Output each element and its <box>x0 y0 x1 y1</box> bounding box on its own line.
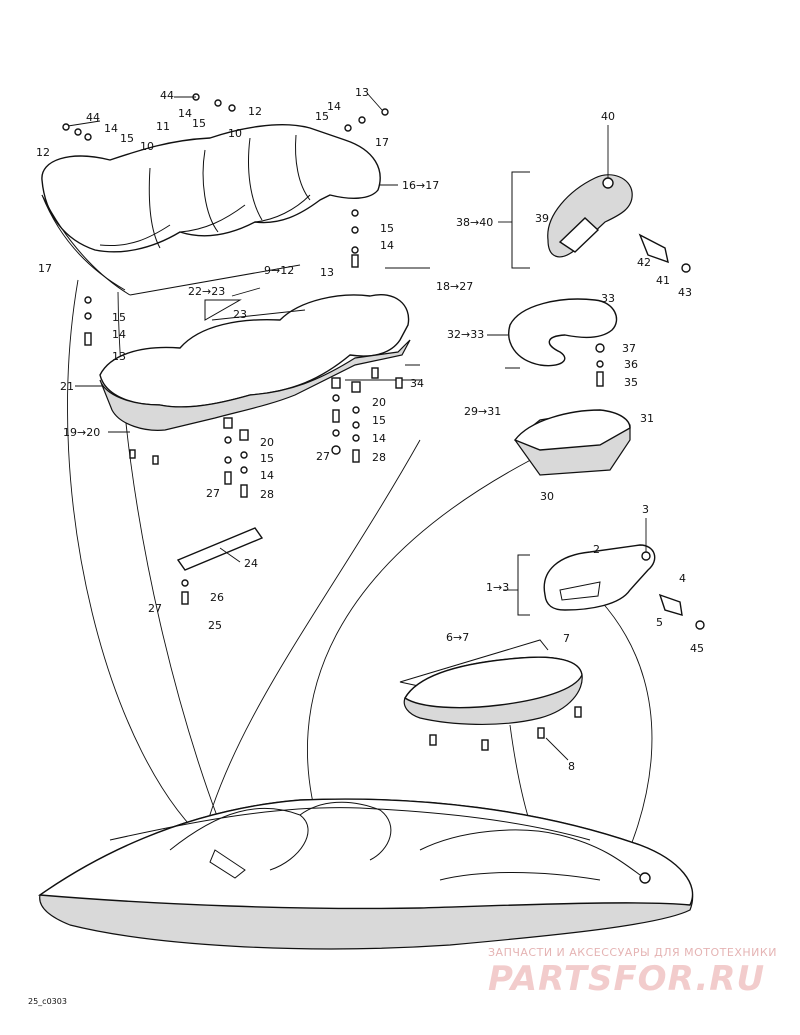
callout-12c: 12 <box>248 105 262 118</box>
callout-10a: 10 <box>140 140 154 153</box>
callout-28b: 28 <box>260 488 274 501</box>
callout-45: 45 <box>690 642 704 655</box>
callout-15a: 15 <box>120 132 134 145</box>
callout-30: 30 <box>540 490 554 503</box>
callout-14d: 14 <box>380 239 394 252</box>
callout-15g: 15 <box>260 452 274 465</box>
callout-27c: 27 <box>148 602 162 615</box>
storage-tray-assembly <box>513 409 631 476</box>
watermark: ЗАПЧАСТИ И АКСЕССУАРЫ ДЛЯ МОТОТЕХНИКИ PA… <box>488 946 777 999</box>
callout-5: 5 <box>656 616 663 629</box>
step-plate-assembly <box>399 639 583 751</box>
callout-26: 26 <box>210 591 224 604</box>
callout-13b: 13 <box>320 266 334 279</box>
middle-hardware <box>129 367 403 498</box>
callout-27b: 27 <box>206 487 220 500</box>
upper-hardware <box>62 93 389 346</box>
callout-21: 21 <box>60 380 74 393</box>
callout-20a: 20 <box>372 396 386 409</box>
callout-9-12: 9→12 <box>264 264 294 277</box>
callout-28a: 28 <box>372 451 386 464</box>
diagram-code: 25_c0303 <box>28 997 67 1006</box>
lower-seat-assembly <box>99 294 420 431</box>
callout-27a: 27 <box>316 450 330 463</box>
callout-36: 36 <box>624 358 638 371</box>
callout-15e: 15 <box>112 311 126 324</box>
callout-19-20: 19→20 <box>63 426 100 439</box>
callout-40: 40 <box>601 110 615 123</box>
callout-15f: 15 <box>372 414 386 427</box>
callout-6-7: 6→7 <box>446 631 469 644</box>
callout-13c: 13 <box>112 350 126 363</box>
callout-15d: 15 <box>380 222 394 235</box>
callout-39: 39 <box>535 212 549 225</box>
callout-14c: 14 <box>327 100 341 113</box>
callout-12a: 12 <box>36 146 50 159</box>
callout-14f: 14 <box>372 432 386 445</box>
callout-35: 35 <box>624 376 638 389</box>
hull <box>38 798 694 950</box>
callout-14e: 14 <box>112 328 126 341</box>
callout-8: 8 <box>568 760 575 773</box>
callout-16-17: 16→17 <box>402 179 439 192</box>
callout-11: 11 <box>156 120 170 133</box>
grab-handle-assembly <box>511 171 691 273</box>
callout-leaders <box>67 92 647 761</box>
callout-24: 24 <box>244 557 258 570</box>
callout-10b: 10 <box>228 127 242 140</box>
callout-13a: 13 <box>355 86 369 99</box>
callout-labels: 44 14 15 12 11 10 44 14 15 12 10 13 14 1… <box>36 86 704 773</box>
callout-29-31: 29→31 <box>464 405 501 418</box>
callout-2: 2 <box>593 543 600 556</box>
strap-assembly <box>176 527 264 605</box>
front-handle-assembly <box>517 544 705 630</box>
callout-37: 37 <box>622 342 636 355</box>
callout-17b: 17 <box>375 136 389 149</box>
callout-41: 41 <box>656 274 670 287</box>
callout-44a: 44 <box>86 111 100 124</box>
callout-14b: 14 <box>178 107 192 120</box>
callout-42: 42 <box>637 256 651 269</box>
callout-7: 7 <box>563 632 570 645</box>
callout-44b: 44 <box>160 89 174 102</box>
watermark-tagline: ЗАПЧАСТИ И АКСЕССУАРЫ ДЛЯ МОТОТЕХНИКИ <box>488 946 777 959</box>
callout-43: 43 <box>678 286 692 299</box>
callout-18-27: 18→27 <box>436 280 473 293</box>
callout-3: 3 <box>642 503 649 516</box>
watermark-logo: PARTSFOR.RU <box>488 959 765 999</box>
callout-23: 23 <box>233 308 247 321</box>
callout-22-23: 22→23 <box>188 285 225 298</box>
knee-pad-assembly <box>505 298 618 387</box>
callout-38-40: 38→40 <box>456 216 493 229</box>
callout-4: 4 <box>679 572 686 585</box>
upper-seat-assembly <box>41 124 430 296</box>
callout-14a: 14 <box>104 122 118 135</box>
callout-14g: 14 <box>260 469 274 482</box>
callout-1-3: 1→3 <box>486 581 509 594</box>
callout-17a: 17 <box>38 262 52 275</box>
callout-25: 25 <box>208 619 222 632</box>
callout-15b: 15 <box>192 117 206 130</box>
callout-31: 31 <box>640 412 654 425</box>
callout-33: 33 <box>601 292 615 305</box>
callout-20b: 20 <box>260 436 274 449</box>
callout-32-33: 32→33 <box>447 328 484 341</box>
callout-34: 34 <box>410 377 424 390</box>
callout-15c: 15 <box>315 110 329 123</box>
